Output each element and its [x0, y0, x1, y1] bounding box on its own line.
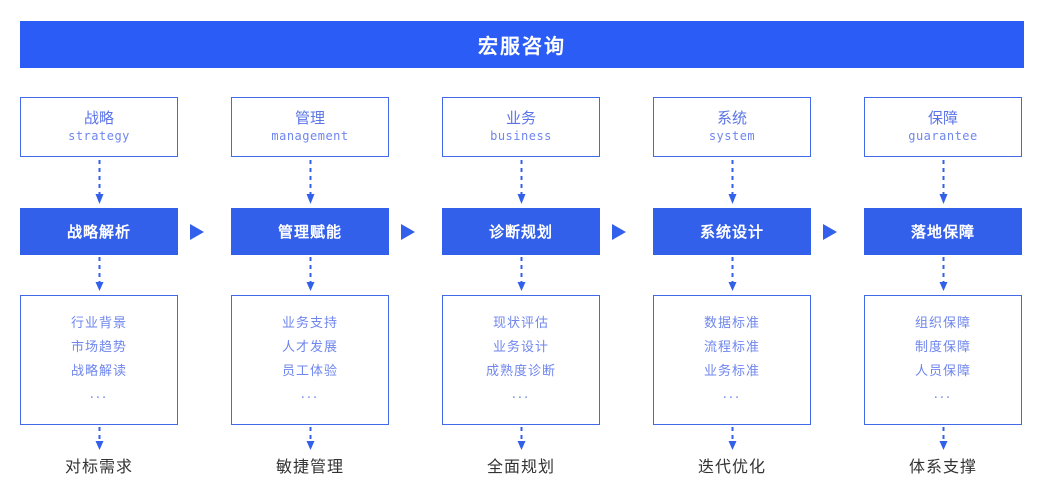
detail-item: 员工体验 [281, 364, 338, 379]
category-title-en: business [490, 129, 552, 143]
column-system: 系统 system 系统设计 数据标准 流程标准 业务标准 ... 迭代优化 [653, 0, 813, 499]
category-title-zh: 管理 [294, 109, 325, 127]
dashed-arrow-down-icon [517, 257, 526, 293]
dashed-arrow-down-icon [728, 160, 737, 206]
dashed-arrow-down-icon [95, 427, 104, 451]
page-title: 宏服咨询 [478, 34, 566, 58]
detail-item: 数据标准 [703, 316, 760, 331]
column-management: 管理 management 管理赋能 业务支持 人才发展 员工体验 ... 敏捷… [231, 0, 391, 499]
detail-item: 人才发展 [281, 340, 338, 355]
header-banner: 宏服咨询 [20, 21, 1024, 68]
dashed-arrow-down-icon [939, 160, 948, 206]
column-strategy: 战略 strategy 战略解析 行业背景 市场趋势 战略解读 ... 对标需求 [20, 0, 180, 499]
phase-label: 战略解析 [66, 223, 131, 241]
category-box[interactable]: 管理 management [231, 97, 389, 157]
dashed-arrow-down-icon [306, 427, 315, 451]
category-box[interactable]: 系统 system [653, 97, 811, 157]
detail-item: 战略解读 [70, 364, 127, 379]
phase-label: 系统设计 [699, 223, 764, 241]
detail-box[interactable]: 组织保障 制度保障 人员保障 ... [864, 295, 1022, 425]
dashed-arrow-down-icon [95, 160, 104, 206]
category-title-en: system [708, 129, 756, 143]
category-title-en: guarantee [908, 129, 978, 143]
detail-box[interactable]: 数据标准 流程标准 业务标准 ... [653, 295, 811, 425]
phase-label: 诊断规划 [488, 223, 553, 241]
category-box[interactable]: 业务 business [442, 97, 600, 157]
outcome-label: 敏捷管理 [275, 457, 344, 476]
dashed-arrow-down-icon [728, 257, 737, 293]
detail-item: 业务支持 [281, 316, 338, 331]
detail-item: 人员保障 [914, 364, 971, 379]
dashed-arrow-down-icon [306, 257, 315, 293]
detail-box[interactable]: 业务支持 人才发展 员工体验 ... [231, 295, 389, 425]
outcome-label: 体系支撑 [908, 457, 977, 476]
category-title-zh: 战略 [83, 109, 114, 127]
dashed-arrow-down-icon [517, 427, 526, 451]
phase-label: 管理赋能 [277, 223, 342, 241]
detail-item: 组织保障 [914, 316, 971, 331]
category-title-en: strategy [68, 129, 130, 143]
detail-item: 现状评估 [492, 316, 549, 331]
dashed-arrow-down-icon [939, 257, 948, 293]
phase-label: 落地保障 [910, 223, 975, 241]
category-title-zh: 系统 [716, 109, 747, 127]
category-title-en: management [271, 129, 349, 143]
detail-item: 业务设计 [492, 340, 549, 355]
detail-item: 行业背景 [70, 316, 127, 331]
detail-item-ellipsis: ... [722, 387, 742, 402]
phase-box[interactable]: 诊断规划 [442, 208, 600, 255]
dashed-arrow-down-icon [939, 427, 948, 451]
phase-box[interactable]: 管理赋能 [231, 208, 389, 255]
dashed-arrow-down-icon [728, 427, 737, 451]
dashed-arrow-down-icon [306, 160, 315, 206]
outcome-label: 对标需求 [64, 457, 133, 476]
detail-item: 流程标准 [703, 340, 760, 355]
dashed-arrow-down-icon [517, 160, 526, 206]
flow-arrow-right-icon [190, 224, 204, 240]
category-box[interactable]: 战略 strategy [20, 97, 178, 157]
outcome-label: 迭代优化 [697, 457, 766, 476]
detail-box[interactable]: 现状评估 业务设计 成熟度诊断 ... [442, 295, 600, 425]
category-box[interactable]: 保障 guarantee [864, 97, 1022, 157]
flow-arrow-right-icon [401, 224, 415, 240]
phase-box[interactable]: 系统设计 [653, 208, 811, 255]
detail-item-ellipsis: ... [511, 387, 531, 402]
flow-arrow-right-icon [823, 224, 837, 240]
detail-item: 成熟度诊断 [485, 364, 556, 379]
detail-item-ellipsis: ... [300, 387, 320, 402]
detail-item-ellipsis: ... [933, 387, 953, 402]
phase-box[interactable]: 落地保障 [864, 208, 1022, 255]
flow-arrow-right-icon [612, 224, 626, 240]
category-title-zh: 业务 [505, 109, 536, 127]
phase-box[interactable]: 战略解析 [20, 208, 178, 255]
dashed-arrow-down-icon [95, 257, 104, 293]
outcome-label: 全面规划 [486, 457, 555, 476]
detail-item: 市场趋势 [70, 340, 127, 355]
column-guarantee: 保障 guarantee 落地保障 组织保障 制度保障 人员保障 ... 体系支… [864, 0, 1024, 499]
detail-item: 制度保障 [914, 340, 971, 355]
detail-item-ellipsis: ... [89, 387, 109, 402]
detail-item: 业务标准 [703, 364, 760, 379]
column-business: 业务 business 诊断规划 现状评估 业务设计 成熟度诊断 ... 全面规… [442, 0, 602, 499]
category-title-zh: 保障 [927, 109, 958, 127]
detail-box[interactable]: 行业背景 市场趋势 战略解读 ... [20, 295, 178, 425]
